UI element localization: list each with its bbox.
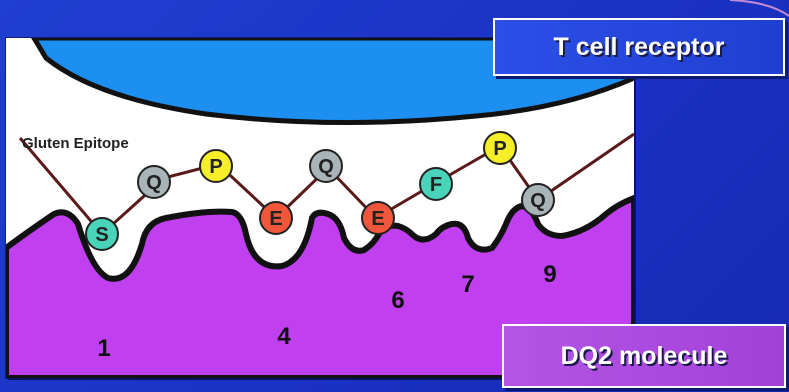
residue-letter: Q: [146, 172, 162, 194]
residue-circle: [483, 131, 517, 165]
residue-letter: P: [493, 138, 506, 160]
dq2-molecule-label: DQ2 molecule: [502, 324, 786, 388]
pocket-number-1: 1: [97, 335, 110, 362]
pocket-number-9: 9: [543, 261, 556, 288]
residue-P3: P: [199, 149, 233, 183]
residue-letter: Q: [530, 190, 546, 212]
tcell-receptor-text: T cell receptor: [553, 32, 725, 61]
corner-decoration: [730, 0, 789, 17]
pocket-number-4: 4: [277, 323, 291, 350]
residue-E4: E: [259, 201, 293, 235]
tcr-blob: [31, 38, 634, 126]
diagram-svg: Gluten Epitope S Q P E Q: [6, 38, 634, 378]
residue-F7: F: [419, 167, 453, 201]
corner-curve: [730, 0, 789, 17]
tcell-receptor-label: T cell receptor: [493, 18, 785, 76]
residue-Q5: Q: [309, 149, 343, 183]
residue-S1: S: [85, 217, 119, 251]
residue-letter: F: [430, 174, 442, 196]
residue-circle: [521, 183, 555, 217]
residue-circle: [137, 165, 171, 199]
dq2-molecule-text: DQ2 molecule: [560, 341, 728, 370]
residue-letter: P: [209, 156, 222, 178]
residue-E6: E: [361, 201, 395, 235]
dq2-molecule: [6, 194, 634, 378]
residue-letter: S: [95, 224, 108, 246]
residue-circle: [85, 217, 119, 251]
residue-letter: Q: [318, 156, 334, 178]
residue-circle: [419, 167, 453, 201]
residue-circle: [199, 149, 233, 183]
pocket-number-6: 6: [391, 287, 404, 314]
pocket-number-7: 7: [461, 271, 474, 298]
residue-Q2: Q: [137, 165, 171, 199]
residue-circle: [309, 149, 343, 183]
residue-P8: P: [483, 131, 517, 165]
residue-letter: E: [269, 208, 282, 230]
residue-circle: [361, 201, 395, 235]
residue-letter: E: [371, 208, 384, 230]
diagram-panel: Gluten Epitope S Q P E Q: [6, 38, 634, 378]
residue-circle: [259, 201, 293, 235]
gluten-epitope-label: Gluten Epitope: [22, 135, 129, 152]
residue-Q9: Q: [521, 183, 555, 217]
